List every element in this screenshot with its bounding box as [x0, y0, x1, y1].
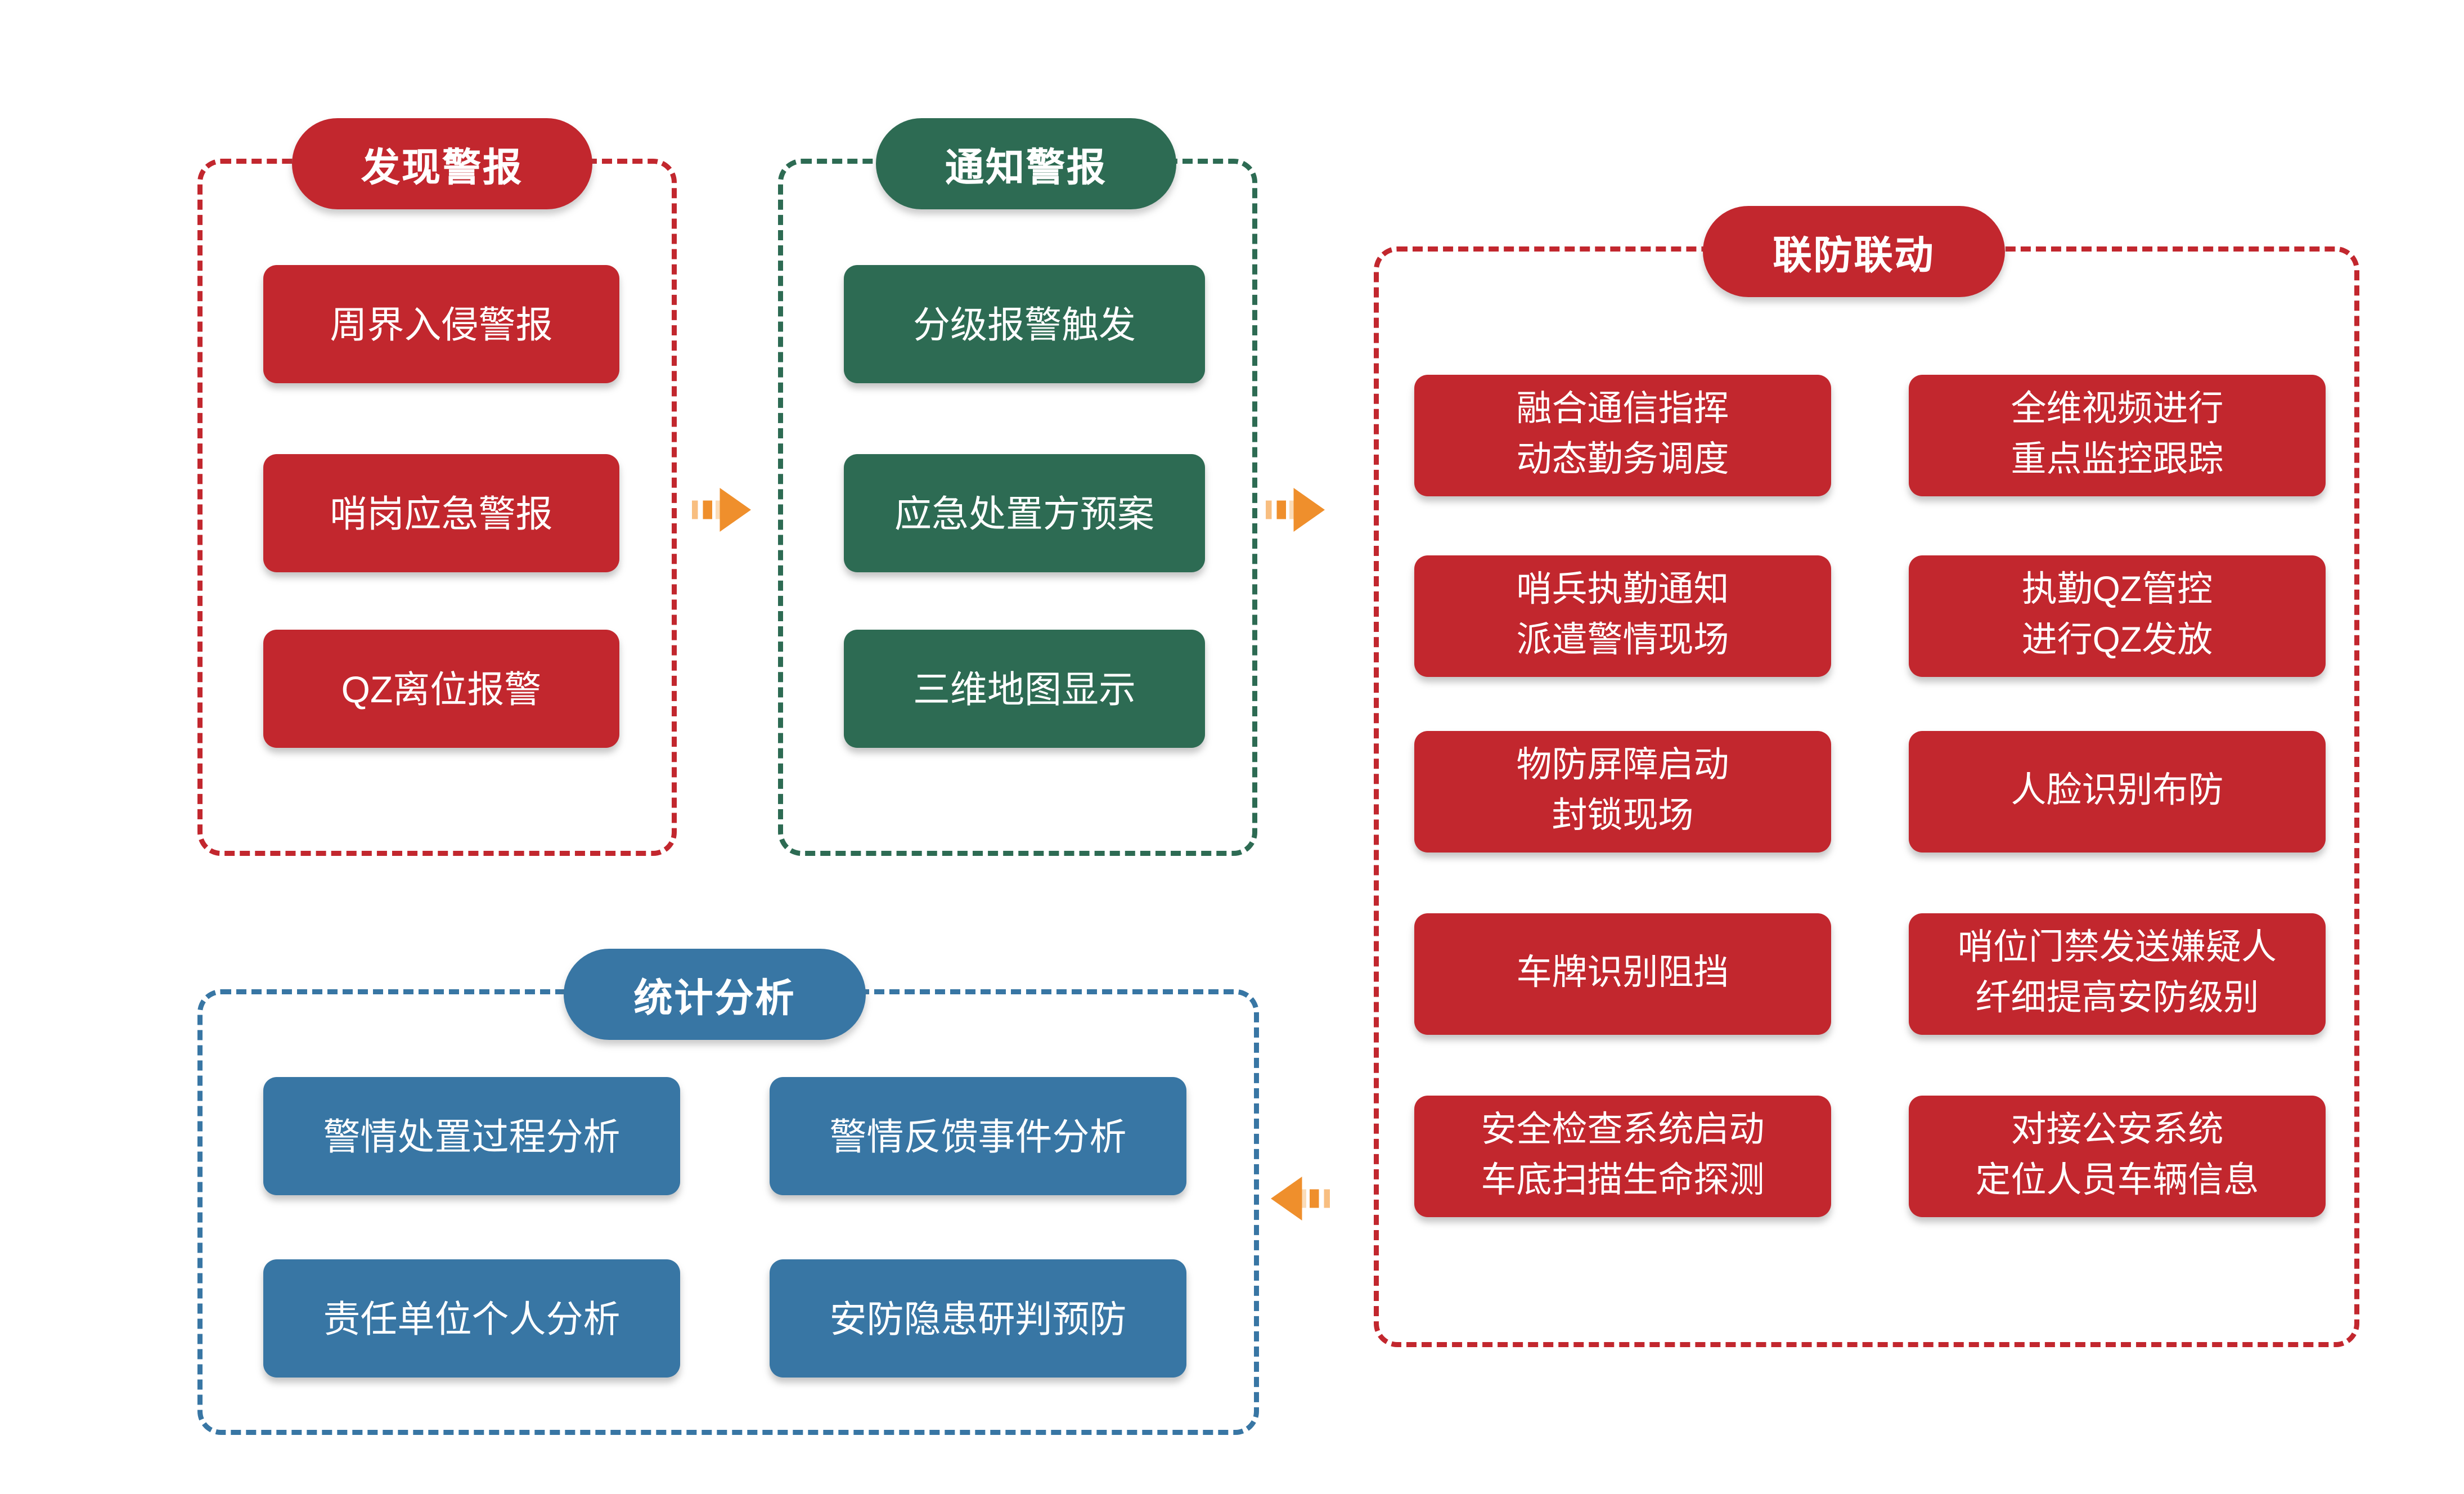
- node-line: 车底扫描生命探测: [1481, 1161, 1765, 1200]
- node-sentry-duty-notify: 哨兵执勤通知 派遣警情现场: [1414, 555, 1831, 677]
- node-line: 定位人员车辆信息: [1975, 1161, 2259, 1200]
- flow-arrow-left-icon: [1271, 1177, 1330, 1221]
- node-line: 重点监控跟踪: [2011, 441, 2224, 479]
- group-statistics-analysis: 统计分析 警情处置过程分析 警情反馈事件分析 责任单位个人分析 安防隐患研判预防: [197, 949, 1259, 1435]
- node-face-recognition-deploy: 人脸识别布防: [1909, 731, 2326, 853]
- node-police-system-locate-info: 对接公安系统 定位人员车辆信息: [1909, 1096, 2326, 1217]
- node-line: 物防屏障启动: [1516, 746, 1729, 785]
- node-label: 周界入侵警报: [330, 303, 553, 346]
- node-label: 应急处置方预案: [894, 492, 1154, 535]
- node-line: 全维视频进行: [2011, 390, 2224, 429]
- node-label: 责任单位个人分析: [323, 1297, 621, 1340]
- node-qz-offpost-alarm: QZ离位报警: [263, 630, 619, 748]
- group-joint-title-pill: 联防联动: [1703, 206, 2005, 297]
- node-line: 纤细提高安防级别: [1975, 979, 2259, 1018]
- node-sentry-access-suspect-alert: 哨位门禁发送嫌疑人 纤细提高安防级别: [1909, 913, 2326, 1035]
- node-line: 人脸识别布防: [2011, 771, 2224, 810]
- node-line: 哨兵执勤通知: [1516, 571, 1729, 609]
- node-emergency-plan: 应急处置方预案: [844, 454, 1205, 572]
- flow-arrow-right-icon: [692, 488, 751, 532]
- group-title: 发现警报: [361, 145, 523, 189]
- node-line: 车牌识别阻挡: [1516, 954, 1729, 993]
- node-label: 哨岗应急警报: [330, 492, 553, 535]
- node-line: 派遣警情现场: [1516, 621, 1729, 660]
- group-discover-alarm: 发现警报 周界入侵警报 哨岗应急警报 QZ离位报警: [197, 118, 677, 856]
- node-label: QZ离位报警: [341, 667, 542, 710]
- node-line: 执勤QZ管控: [2021, 571, 2213, 609]
- node-3d-map-display: 三维地图显示: [844, 630, 1205, 748]
- node-line: 动态勤务调度: [1516, 441, 1729, 479]
- node-label: 安防隐患研判预防: [829, 1297, 1127, 1340]
- node-security-risk-prediction: 安防隐患研判预防: [770, 1259, 1186, 1378]
- node-line: 安全检查系统启动: [1481, 1111, 1765, 1150]
- node-line: 封锁现场: [1552, 797, 1694, 836]
- node-label: 警情处置过程分析: [323, 1115, 621, 1157]
- node-alarm-handling-process-analysis: 警情处置过程分析: [263, 1077, 680, 1195]
- group-joint-defense: 联防联动 融合通信指挥 动态勤务调度 全维视频进行 重点监控跟踪 哨兵执勤通知 …: [1374, 206, 2359, 1347]
- group-stats-title-pill: 统计分析: [564, 949, 866, 1040]
- group-title: 联防联动: [1773, 233, 1935, 277]
- node-label: 三维地图显示: [912, 667, 1136, 710]
- node-security-check-underbody-scan: 安全检查系统启动 车底扫描生命探测: [1414, 1096, 1831, 1217]
- node-line: 融合通信指挥: [1516, 390, 1729, 429]
- node-line: 进行QZ发放: [2021, 621, 2213, 660]
- node-responsible-unit-person-analysis: 责任单位个人分析: [263, 1259, 680, 1378]
- group-title: 通知警报: [945, 145, 1107, 189]
- group-discover-title-pill: 发现警报: [292, 118, 592, 209]
- node-plate-recognition-block: 车牌识别阻挡: [1414, 913, 1831, 1035]
- node-line: 哨位门禁发送嫌疑人: [1958, 928, 2277, 967]
- node-graded-alarm-trigger: 分级报警触发: [844, 265, 1205, 383]
- node-qz-control-issue: 执勤QZ管控 进行QZ发放: [1909, 555, 2326, 677]
- group-notify-title-pill: 通知警报: [876, 118, 1176, 209]
- node-perimeter-intrusion-alarm: 周界入侵警报: [263, 265, 619, 383]
- node-fullview-video-tracking: 全维视频进行 重点监控跟踪: [1909, 375, 2326, 496]
- node-sentry-emergency-alarm: 哨岗应急警报: [263, 454, 619, 572]
- node-physical-barrier-lockdown: 物防屏障启动 封锁现场: [1414, 731, 1831, 853]
- flow-arrow-right-icon: [1266, 488, 1325, 532]
- node-line: 对接公安系统: [2011, 1111, 2224, 1150]
- group-notify-alarm: 通知警报 分级报警触发 应急处置方预案 三维地图显示: [778, 118, 1257, 856]
- node-label: 分级报警触发: [912, 303, 1136, 346]
- node-label: 警情反馈事件分析: [829, 1115, 1127, 1157]
- node-fused-comms-dispatch: 融合通信指挥 动态勤务调度: [1414, 375, 1831, 496]
- group-title: 统计分析: [633, 976, 796, 1020]
- node-alarm-feedback-event-analysis: 警情反馈事件分析: [770, 1077, 1186, 1195]
